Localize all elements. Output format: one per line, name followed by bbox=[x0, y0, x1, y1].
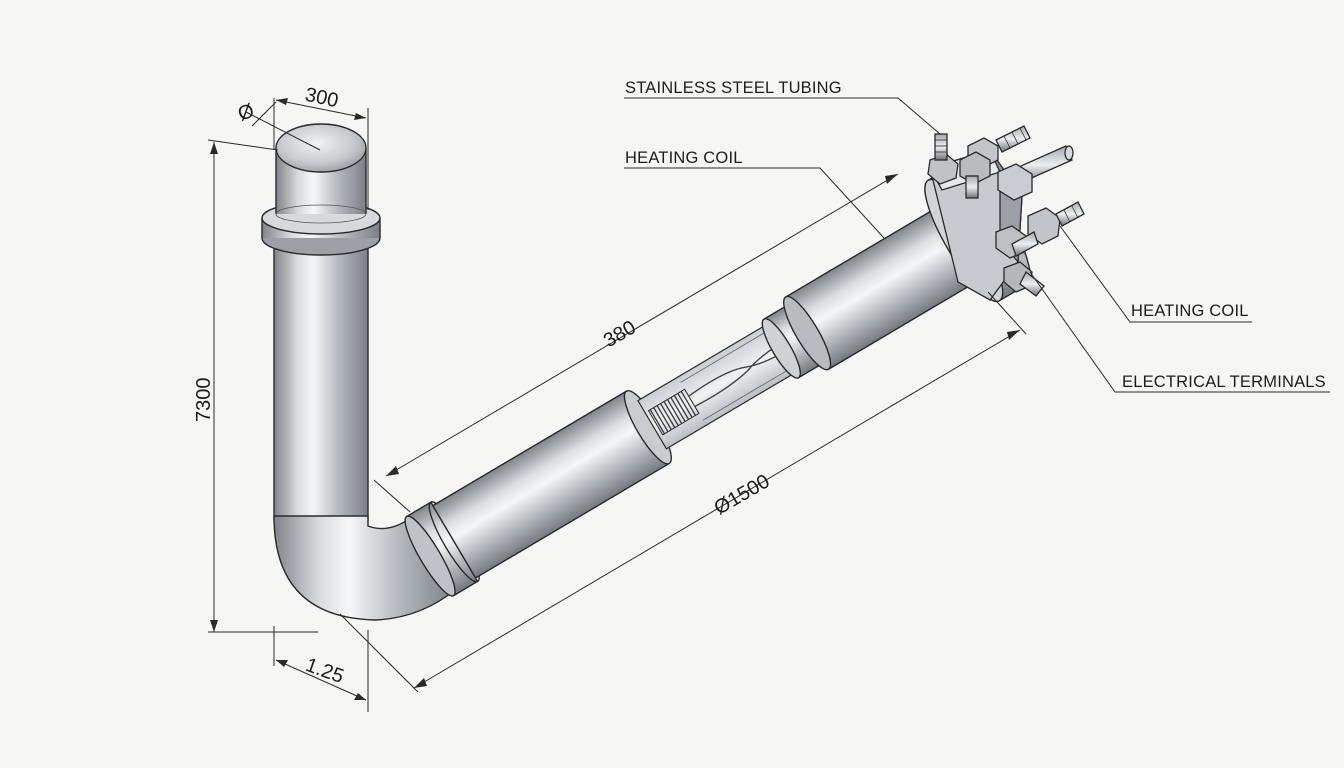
coil-windings bbox=[649, 390, 697, 435]
leader-lines bbox=[624, 97, 1330, 393]
terminal-head bbox=[927, 125, 1085, 301]
terminal-bolt bbox=[1027, 201, 1085, 245]
terminal-nut bbox=[995, 225, 1039, 259]
terminal-nut bbox=[997, 163, 1033, 201]
dim-vertical-height: 7300 bbox=[193, 378, 215, 423]
terminal-bolt bbox=[1003, 261, 1045, 297]
vertical-pipe bbox=[273, 227, 369, 521]
dim-horizontal-length: 380 bbox=[600, 317, 640, 353]
dim-bottom-offset: 1.25 bbox=[303, 654, 347, 688]
tube-joint-band bbox=[404, 501, 480, 597]
dimension-lines bbox=[207, 98, 1027, 712]
dim-top-width: 300 bbox=[303, 84, 340, 112]
callout-heating-coil-right: HEATING COIL bbox=[1131, 302, 1249, 320]
terminal-bolt bbox=[959, 151, 991, 199]
dim-overall-length: Ø1500 bbox=[711, 470, 774, 519]
callout-stainless-steel-tubing: STAINLESS STEEL TUBING bbox=[625, 79, 842, 97]
callout-heating-coil-top: HEATING COIL bbox=[625, 149, 743, 167]
dim-diameter-symbol: Ø bbox=[235, 100, 257, 126]
callout-electrical-terminals: ELECTRICAL TERMINALS bbox=[1122, 373, 1326, 391]
terminal-bolt bbox=[927, 133, 959, 185]
dimension-arrows bbox=[210, 98, 1020, 700]
top-cap bbox=[275, 123, 367, 224]
